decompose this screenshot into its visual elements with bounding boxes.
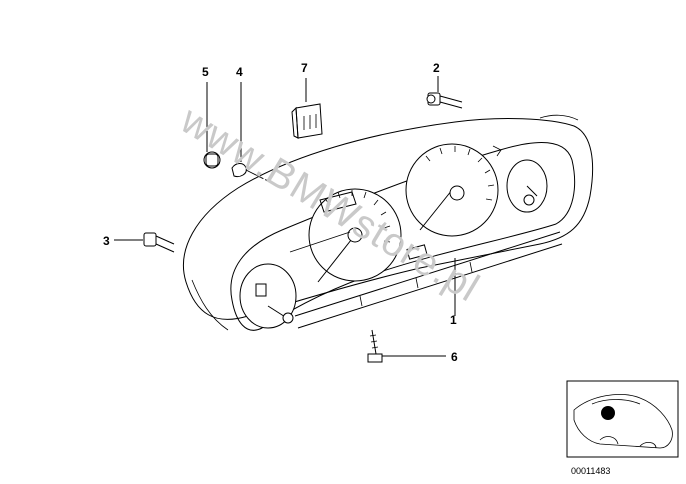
callout-4: 4	[236, 65, 243, 79]
screw-icon	[367, 329, 383, 363]
leader-lines	[114, 76, 456, 357]
bulb-holder-icon	[426, 92, 463, 109]
instrument-cluster-icon	[182, 114, 594, 331]
callout-2: 2	[433, 61, 440, 75]
bulb-holder-icon	[143, 232, 175, 253]
callout-7: 7	[301, 61, 308, 75]
callout-6: 6	[451, 350, 458, 364]
car-location-icon	[566, 380, 679, 458]
reference-number: 00011483	[571, 466, 610, 476]
bulb-holder-icon	[203, 151, 221, 169]
connector-icon	[291, 103, 323, 139]
callout-1: 1	[450, 313, 457, 327]
callout-5: 5	[202, 65, 209, 79]
callout-3: 3	[103, 234, 110, 248]
